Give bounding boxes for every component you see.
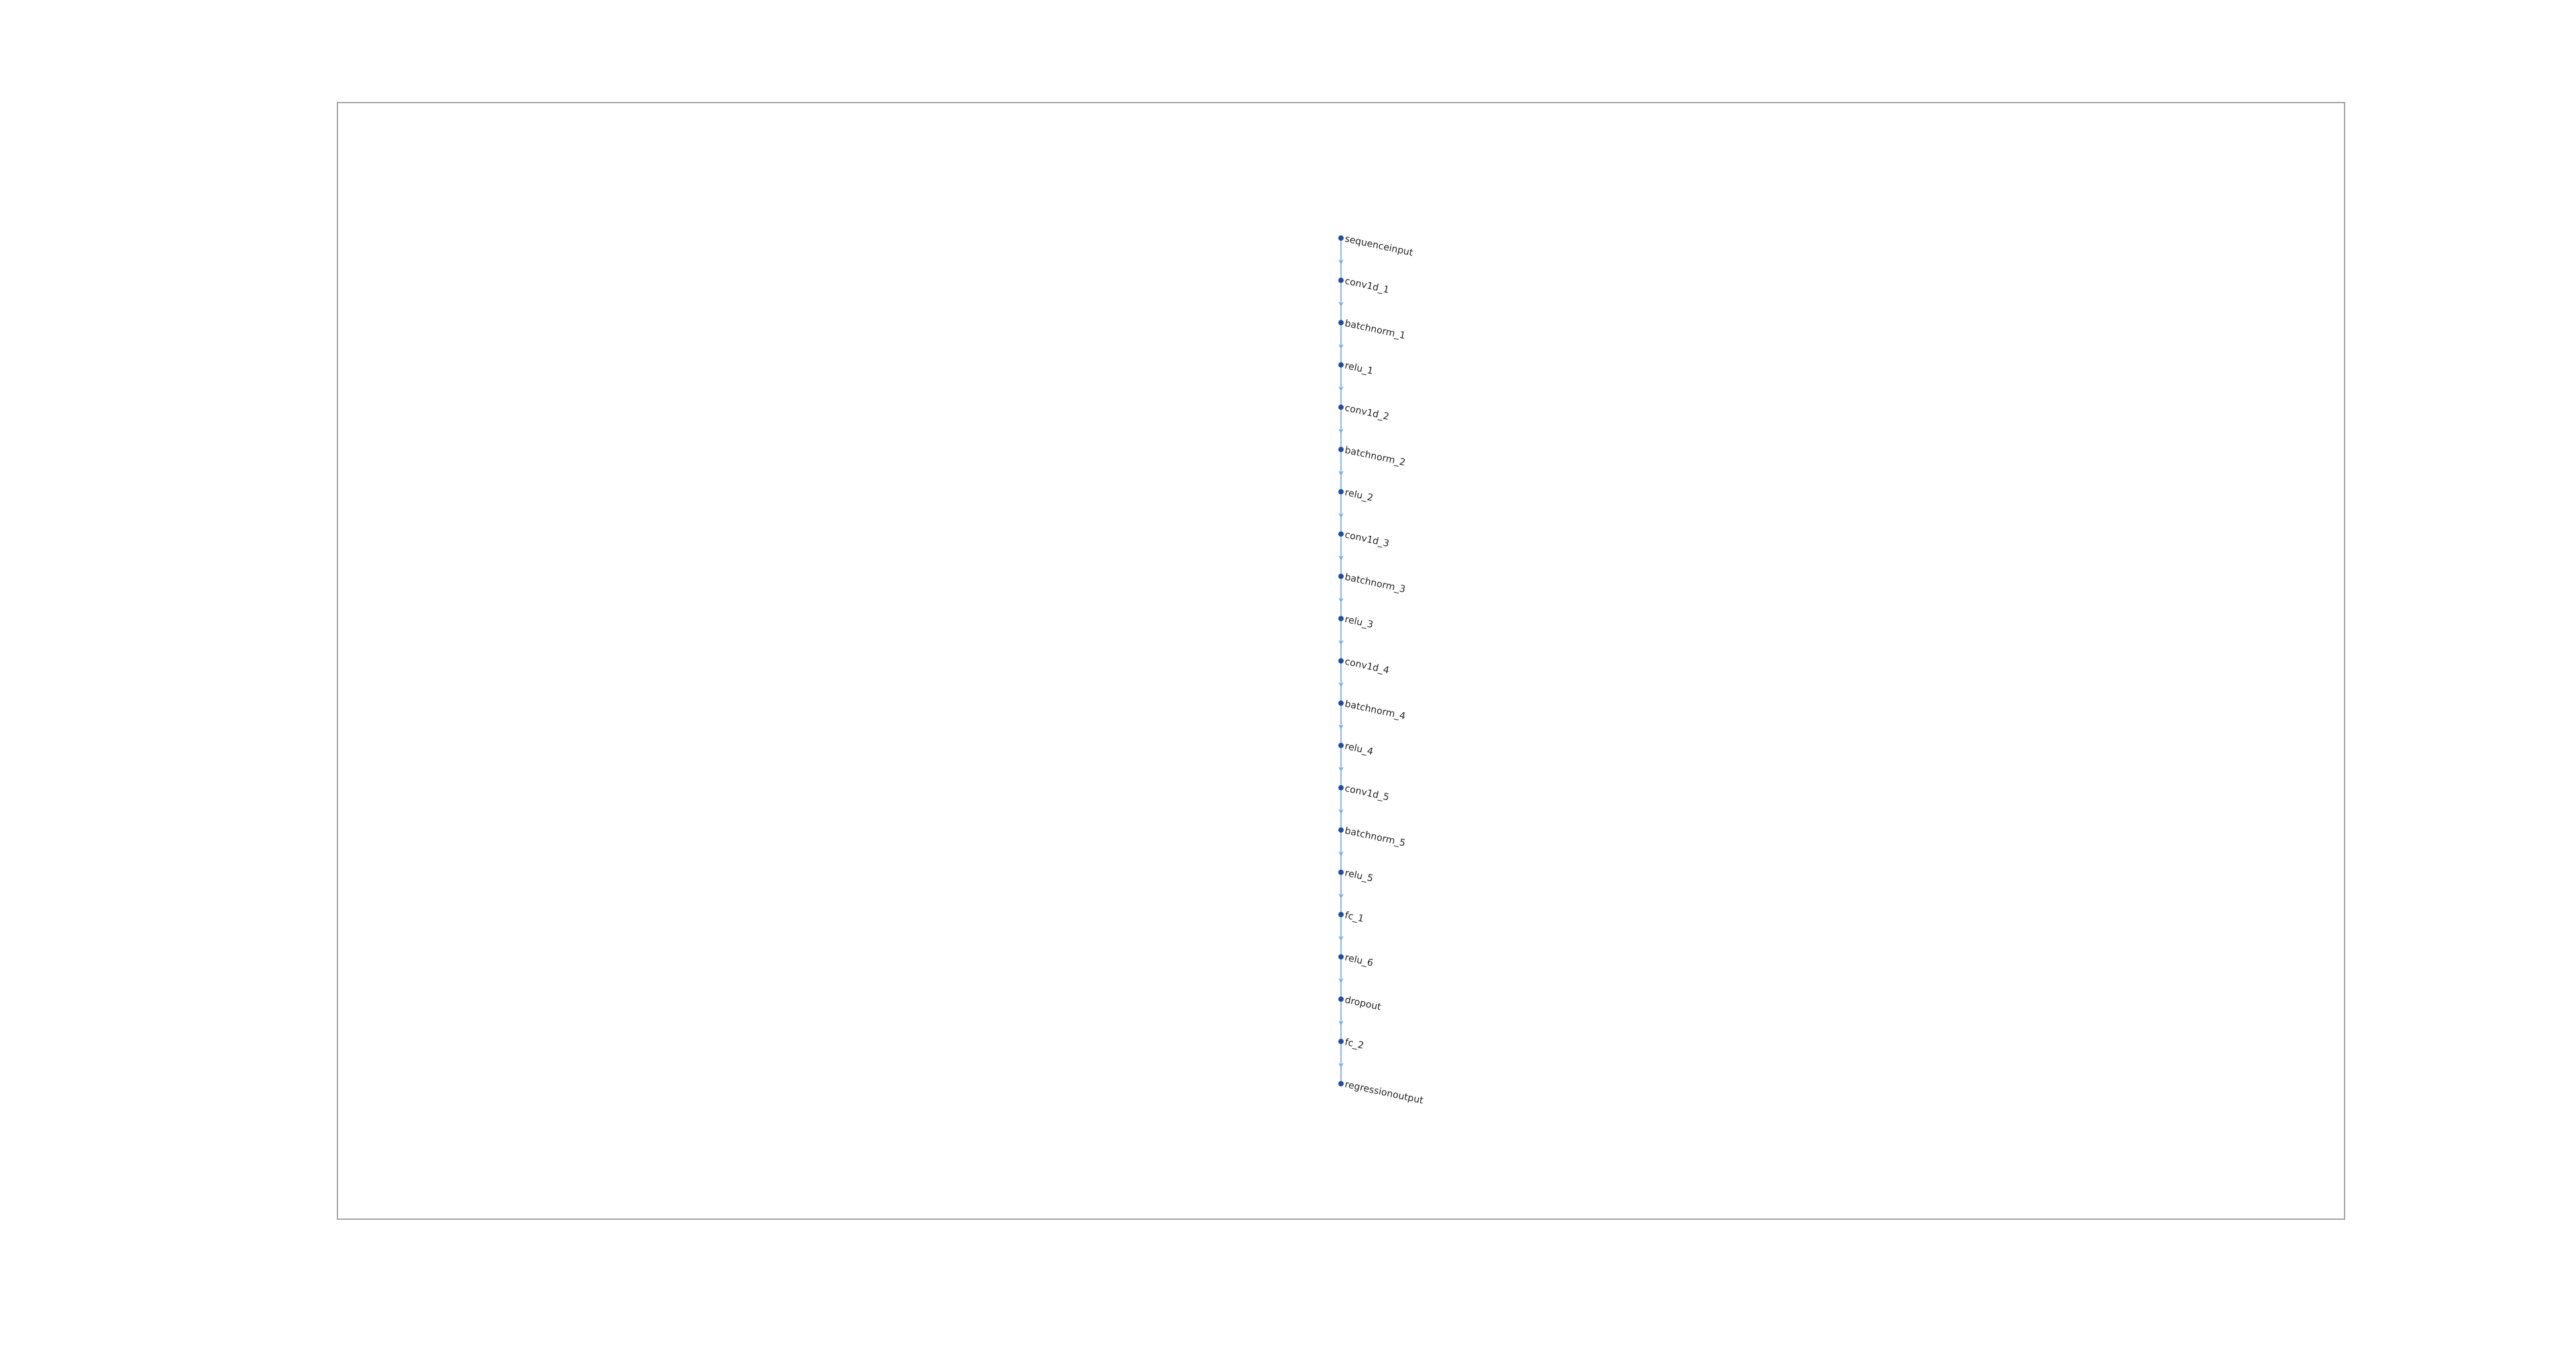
edge-arrowhead-9 <box>1338 598 1344 603</box>
edge-arrowhead-3 <box>1338 344 1344 349</box>
edge-arrowhead-14 <box>1338 809 1344 814</box>
node-regressionoutput[interactable] <box>1338 1081 1344 1086</box>
node-fc_2[interactable] <box>1338 1038 1344 1044</box>
node-conv1d_5[interactable] <box>1338 785 1344 791</box>
node-relu_4[interactable] <box>1338 742 1344 748</box>
node-dropout[interactable] <box>1338 996 1344 1002</box>
edge-arrowhead-15 <box>1338 851 1344 856</box>
node-label-conv1d_3: conv1d_3 <box>1344 530 1390 550</box>
edge-arrowhead-2 <box>1338 302 1344 306</box>
node-label-conv1d_2: conv1d_2 <box>1344 402 1390 422</box>
node-label-fc_1: fc_1 <box>1344 910 1364 925</box>
edge-arrowhead-17 <box>1338 935 1344 941</box>
edge-group <box>1338 241 1344 1081</box>
node-conv1d_4[interactable] <box>1338 658 1344 664</box>
node-relu_5[interactable] <box>1338 869 1344 875</box>
edge-arrowhead-4 <box>1338 386 1344 392</box>
node-batchnorm_2[interactable] <box>1338 447 1344 453</box>
node-label-relu_4: relu_4 <box>1344 741 1374 758</box>
node-label-conv1d_4: conv1d_4 <box>1344 657 1390 677</box>
node-label-batchnorm_4: batchnorm_4 <box>1344 699 1406 722</box>
label-group: sequenceinput conv1d_1 batchnorm_1 relu_1co… <box>1344 233 1424 1106</box>
node-label-relu_6: relu_6 <box>1344 952 1374 969</box>
edge-arrowhead-8 <box>1338 555 1344 561</box>
node-label-dropout: dropout <box>1344 995 1382 1013</box>
edge-arrowhead-11 <box>1338 682 1344 687</box>
edge-arrowhead-18 <box>1338 978 1344 983</box>
node-label-batchnorm_1: batchnorm_1 <box>1344 318 1406 341</box>
node-label-regressionoutput: regressionoutput <box>1344 1079 1424 1106</box>
node-sequenceinput[interactable] <box>1338 235 1344 241</box>
node-conv1d_2[interactable] <box>1338 404 1344 410</box>
edge-arrowhead-13 <box>1338 767 1344 772</box>
edge-arrowhead-6 <box>1338 471 1344 476</box>
node-relu_3[interactable] <box>1338 616 1344 622</box>
node-label-relu_5: relu_5 <box>1344 868 1374 885</box>
node-conv1d_3[interactable] <box>1338 531 1344 537</box>
node-label-conv1d_5: conv1d_5 <box>1344 783 1390 803</box>
node-relu_2[interactable] <box>1338 489 1344 495</box>
node-label-relu_3: relu_3 <box>1344 614 1374 631</box>
node-label-batchnorm_3: batchnorm_3 <box>1344 572 1406 595</box>
node-label-batchnorm_2: batchnorm_2 <box>1344 445 1406 469</box>
edge-arrowhead-19 <box>1338 1021 1344 1025</box>
node-batchnorm_3[interactable] <box>1338 573 1344 579</box>
edge-arrowhead-5 <box>1338 429 1344 434</box>
edge-arrowhead-10 <box>1338 640 1344 645</box>
node-label-conv1d_1: conv1d_1 <box>1344 276 1390 296</box>
node-relu_1[interactable] <box>1338 362 1344 368</box>
edge-arrowhead-20 <box>1338 1063 1344 1068</box>
edge-arrowhead-7 <box>1338 513 1344 518</box>
node-group <box>1338 235 1344 1086</box>
node-relu_6[interactable] <box>1338 954 1344 960</box>
edge-arrowhead-1 <box>1338 260 1344 264</box>
node-label-batchnorm_5: batchnorm_5 <box>1344 826 1406 849</box>
node-batchnorm_5[interactable] <box>1338 827 1344 833</box>
node-batchnorm_4[interactable] <box>1338 700 1344 706</box>
node-batchnorm_1[interactable] <box>1338 320 1344 326</box>
edge-arrowhead-12 <box>1338 724 1344 730</box>
edge-arrowhead-16 <box>1338 893 1344 899</box>
node-label-fc_2: fc_2 <box>1344 1037 1364 1052</box>
node-label-relu_1: relu_1 <box>1344 360 1374 377</box>
node-fc_1[interactable] <box>1338 911 1344 917</box>
node-label-relu_2: relu_2 <box>1344 488 1374 504</box>
node-label-sequenceinput: sequenceinput <box>1344 233 1414 258</box>
node-conv1d_1[interactable] <box>1338 278 1344 284</box>
